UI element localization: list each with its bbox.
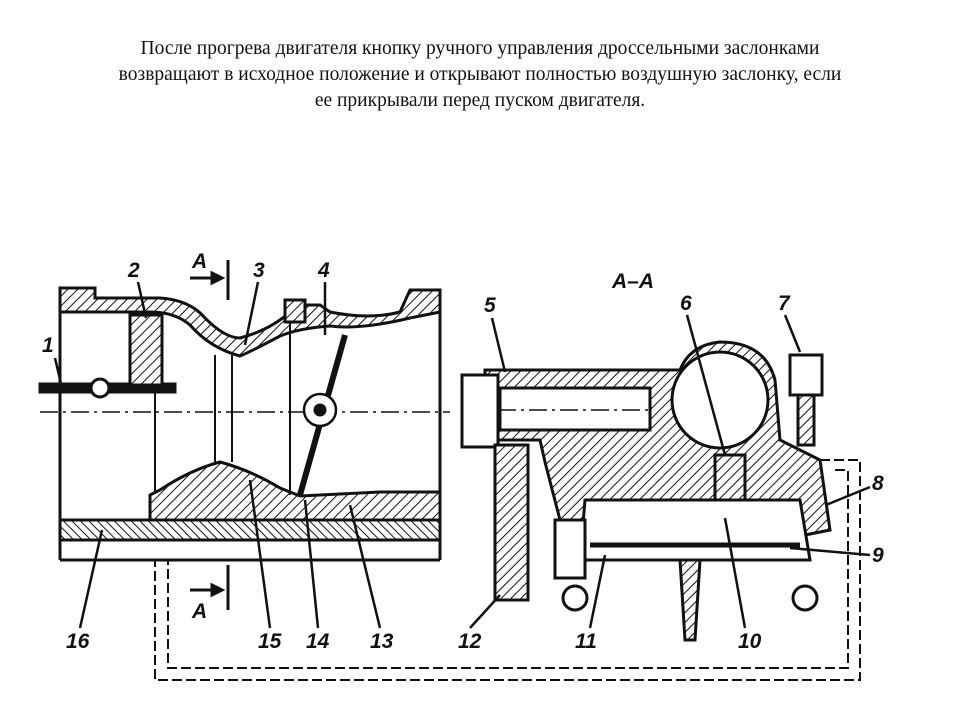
cross-section-a-a [154, 340, 861, 681]
callout-14: 14 [306, 630, 330, 653]
callout-10: 10 [738, 630, 762, 653]
callout-11: 11 [575, 630, 597, 653]
caption-line-3: ее прикрывали перед пуском двигателя. [314, 90, 646, 111]
callout-6: 6 [680, 292, 692, 315]
section-markers [190, 260, 230, 610]
callout-9: 9 [872, 544, 884, 567]
callout-5: 5 [484, 294, 496, 317]
upper-housing-wall [58, 286, 442, 358]
fitting-5 [460, 373, 500, 449]
diagram-labels: А–А А А 1 2 3 4 5 6 7 8 9 10 11 12 13 14… [42, 250, 884, 653]
lower-venturi-body [148, 460, 442, 522]
lower-channel [58, 518, 442, 542]
callout-16: 16 [66, 630, 90, 653]
callout-13: 13 [370, 630, 394, 653]
screw-7 [788, 353, 824, 397]
fuel-tube-12 [493, 443, 530, 602]
longitudinal-section [38, 286, 450, 562]
leader-lines [53, 281, 871, 629]
callout-4: 4 [317, 259, 330, 282]
air-horn [670, 350, 770, 450]
caption: После прогрева двигателя кнопку ручного … [0, 36, 960, 114]
callout-7: 7 [778, 292, 791, 315]
diaphragm-chamber [578, 498, 812, 562]
section-title: А–А [611, 270, 654, 293]
section-marker-top: А [191, 250, 207, 273]
balance-line [154, 459, 861, 681]
callout-15: 15 [258, 630, 282, 653]
caption-line-1: После прогрева двигателя кнопку ручного … [140, 38, 820, 59]
caption-line-2: возвращают в исходное положение и открыв… [118, 64, 842, 85]
boss-2 [128, 313, 164, 387]
callout-2: 2 [127, 259, 140, 282]
callout-12: 12 [458, 630, 482, 653]
needle-valve [678, 558, 702, 642]
callout-8: 8 [872, 472, 884, 495]
section-marker-bottom: А [191, 600, 207, 623]
callout-1: 1 [42, 334, 54, 357]
callout-3: 3 [253, 259, 265, 282]
